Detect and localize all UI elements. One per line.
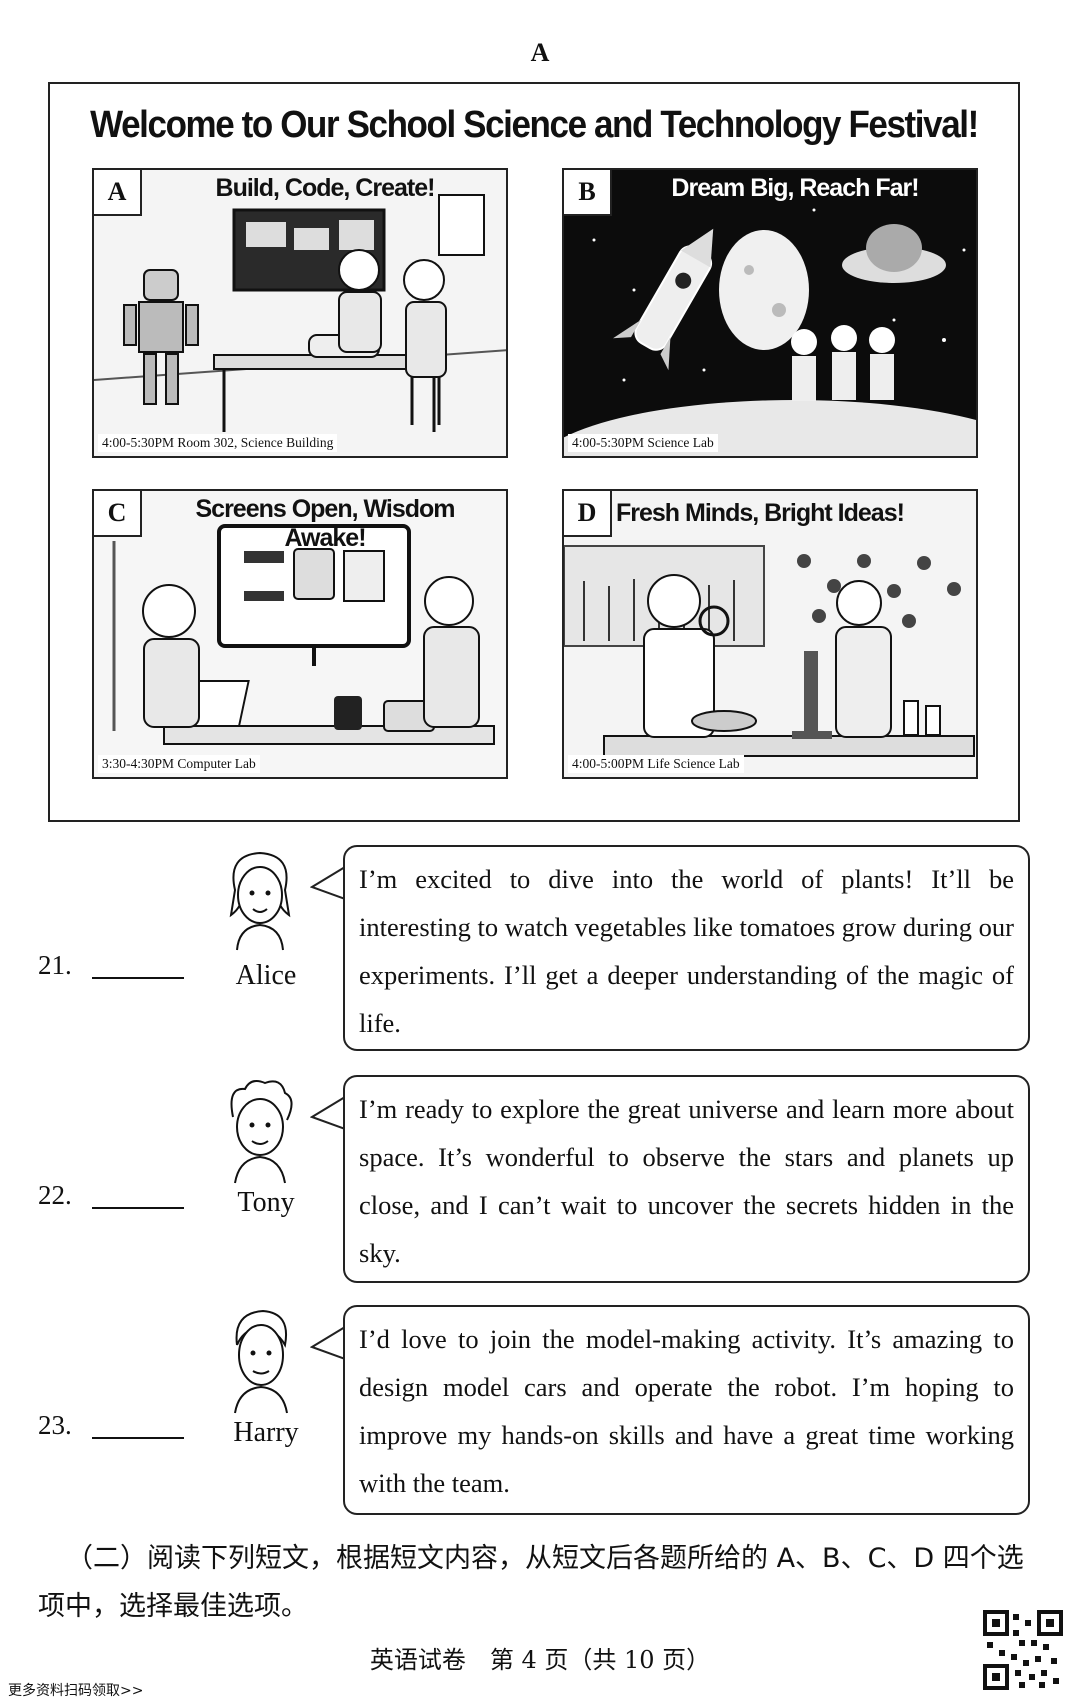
answer-blank[interactable] [92,977,184,979]
speech-bubble-tail [310,1095,346,1131]
boy-avatar-icon [234,1309,288,1414]
panel-d: D Fresh Minds, Bright Ideas! 4:00-5:00PM… [562,489,978,779]
poster-title: Welcome to Our School Science and Techno… [90,104,979,146]
answer-blank[interactable] [92,1437,184,1439]
speaker-name: Harry [233,1417,299,1448]
question-number: 23. [38,1410,72,1440]
space-illustration [564,170,976,456]
panel-slogan: Build, Code, Create! [215,174,436,202]
robotics-illustration [94,170,506,456]
life-science-lab-illustration [564,491,976,777]
panel-time: 4:00-5:00PM Life Science Lab [568,755,744,773]
panel-c: C Screens Open, Wisdom Awake! 3:30-4:30P… [92,489,508,779]
panel-slogan: Dream Big, Reach Far! [671,174,919,202]
panel-letter: B [564,170,612,216]
speech-bubble-tail [310,865,346,901]
speech-bubble-tail [310,1325,346,1361]
panel-letter: A [94,170,142,216]
computer-lab-illustration [94,491,506,777]
speech-bubble: I’m excited to dive into the world of pl… [343,845,1030,1051]
bottom-note[interactable]: 更多资料扫码领取>> [8,1683,144,1699]
panel-letter: C [94,491,142,537]
page-footer: 英语试卷 第 4 页（共 10 页） [369,1646,711,1674]
answer-blank[interactable] [92,1207,184,1209]
panel-slogan: Screens Open, Wisdom Awake! [195,495,455,552]
panel-time: 4:00-5:30PM Room 302, Science Building [98,434,338,452]
panel-time: 3:30-4:30PM Computer Lab [98,755,260,773]
panel-a: A Build, Code, Create! 4:00-5:30PM Room … [92,168,508,458]
girl-avatar-icon [229,851,291,951]
qr-code-icon[interactable] [983,1610,1063,1690]
question-number: 21. [38,950,72,980]
section-letter: A [530,38,550,67]
panel-slogan: Fresh Minds, Bright Ideas! [616,499,905,527]
festival-poster: Welcome to Our School Science and Techno… [48,82,1020,822]
boy-avatar-icon [230,1080,293,1184]
speech-bubble: I’d love to join the model-making activi… [343,1305,1030,1515]
section-instruction: （二）阅读下列短文，根据短文内容，从短文后各题所给的 A、B、C、D 四个选项中… [38,1543,1024,1622]
panel-time: 4:00-5:30PM Science Lab [568,434,718,452]
speaker-name: Alice [235,960,297,991]
speaker-name: Tony [237,1187,295,1218]
panel-letter: D [564,491,612,537]
question-number: 22. [38,1180,72,1210]
panel-b: B Dream Big, Reach Far! 4:00-5:30PM Scie… [562,168,978,458]
speech-bubble: I’m ready to explore the great universe … [343,1075,1030,1283]
